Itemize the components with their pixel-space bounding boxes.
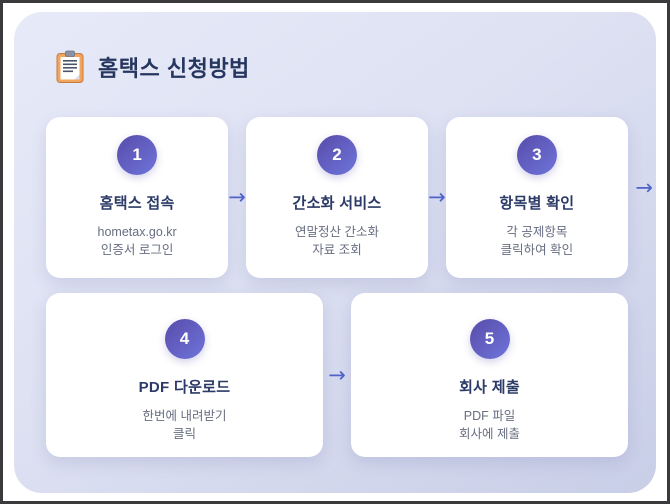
steps-row-2: 4 PDF 다운로드 한번에 내려받기 클릭 → 5 회사 제출 PDF 파일 … bbox=[46, 293, 628, 457]
page-title: 홈택스 신청방법 bbox=[98, 56, 250, 81]
step-description: 한번에 내려받기 클릭 bbox=[143, 407, 227, 443]
arrow-right-icon: → bbox=[328, 362, 346, 387]
arrow-right-icon: → bbox=[635, 175, 653, 200]
step-number-badge: 5 bbox=[469, 319, 510, 359]
step-description: PDF 파일 회사에 제출 bbox=[459, 407, 520, 443]
step-card-3: 3 항목별 확인 각 공제항목 클릭하여 확인 bbox=[445, 117, 629, 278]
step-desc-line1: 연말정산 간소화 bbox=[295, 225, 379, 239]
step-desc-line2: 인증서 로그인 bbox=[100, 243, 174, 258]
step-desc-line2: 클릭하여 확인 bbox=[500, 243, 574, 258]
step-number-badge: 2 bbox=[317, 135, 357, 175]
step-title: PDF 다운로드 bbox=[138, 379, 231, 396]
step-desc-line2: 회사에 제출 bbox=[459, 427, 520, 442]
clipboard-icon bbox=[56, 50, 84, 83]
step-description: 각 공제항목 클릭하여 확인 bbox=[501, 223, 573, 259]
step-title: 항목별 확인 bbox=[499, 195, 575, 212]
step-title: 회사 제출 bbox=[459, 379, 520, 396]
steps-row-1: 1 홈택스 접속 hometax.go.kr 인증서 로그인 → 2 간소화 서… bbox=[46, 117, 653, 278]
arrow-cell: → bbox=[228, 117, 246, 278]
step-desc-line1: 한번에 내려받기 bbox=[142, 409, 227, 423]
step-number-badge: 1 bbox=[117, 135, 158, 175]
step-number-badge: 3 bbox=[516, 135, 557, 175]
arrow-cell: → bbox=[323, 293, 351, 457]
step-card-5: 5 회사 제출 PDF 파일 회사에 제출 bbox=[351, 293, 628, 457]
step-desc-line2: 클릭 bbox=[172, 427, 196, 442]
step-card-2: 2 간소화 서비스 연말정산 간소화 자료 조회 bbox=[245, 117, 429, 278]
step-card-4: 4 PDF 다운로드 한번에 내려받기 클릭 bbox=[46, 293, 323, 457]
step-card-1: 1 홈택스 접속 hometax.go.kr 인증서 로그인 bbox=[46, 117, 229, 278]
step-desc-line1: PDF 파일 bbox=[463, 409, 516, 423]
arrow-cell: → bbox=[428, 117, 446, 278]
step-title: 홈택스 접속 bbox=[99, 195, 175, 212]
content-panel: 홈택스 신청방법 1 홈택스 접속 hometax.go.kr 인증서 로그인 … bbox=[14, 12, 656, 493]
arrow-right-icon: → bbox=[228, 185, 246, 209]
step-number-badge: 4 bbox=[164, 319, 205, 359]
step-description: 연말정산 간소화 자료 조회 bbox=[295, 223, 379, 259]
step-desc-line1: 각 공제항목 bbox=[506, 225, 568, 239]
step-title: 간소화 서비스 bbox=[292, 195, 382, 212]
step-description: hometax.go.kr 인증서 로그인 bbox=[98, 223, 177, 259]
step-desc-line2: 자료 조회 bbox=[312, 243, 362, 258]
step-desc-line1: hometax.go.kr bbox=[97, 225, 177, 239]
arrow-right-icon: → bbox=[428, 185, 446, 209]
page-header: 홈택스 신청방법 bbox=[55, 50, 628, 84]
